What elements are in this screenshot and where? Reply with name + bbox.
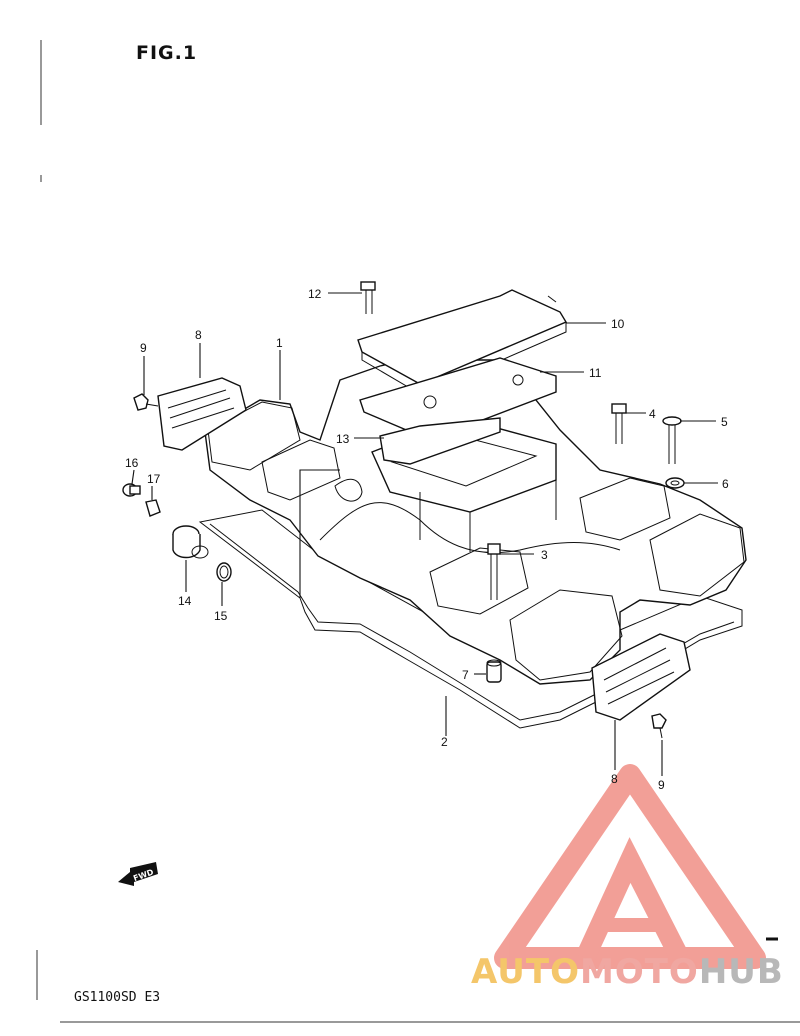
screw-9-left bbox=[133, 393, 159, 411]
callout-5: 5 bbox=[721, 415, 728, 429]
callout-13: 13 bbox=[336, 432, 350, 446]
callout-16: 16 bbox=[125, 456, 139, 470]
callout-1: 1 bbox=[276, 336, 283, 350]
watermark-auto: AUTO bbox=[471, 952, 580, 992]
watermark-moto: MOTO bbox=[579, 952, 699, 992]
bolt-4 bbox=[611, 403, 627, 444]
model-code: GS1100SD E3 bbox=[74, 990, 161, 1005]
leader-lines bbox=[131, 292, 718, 776]
watermark-logo bbox=[494, 764, 766, 969]
callout-9-right: 9 bbox=[658, 778, 665, 792]
callout-6: 6 bbox=[722, 477, 729, 491]
callout-12: 12 bbox=[308, 287, 322, 301]
callout-labels: 1 2 3 4 5 6 7 8 8 9 9 10 11 12 13 14 15 … bbox=[125, 287, 729, 792]
watermark-hub: HUB bbox=[698, 952, 784, 992]
callout-3: 3 bbox=[541, 548, 548, 562]
forward-arrow-icon: FWD bbox=[118, 862, 158, 886]
washer-6 bbox=[665, 477, 685, 489]
cap-14 bbox=[172, 525, 209, 559]
callout-11: 11 bbox=[589, 366, 602, 380]
callout-15: 15 bbox=[214, 609, 228, 623]
callout-8-left: 8 bbox=[195, 328, 202, 342]
callout-4: 4 bbox=[649, 407, 656, 421]
callout-9-left: 9 bbox=[140, 341, 147, 355]
breather-plate bbox=[379, 417, 501, 465]
callout-7: 7 bbox=[462, 668, 469, 682]
plug-16 bbox=[122, 483, 141, 497]
bolt-5 bbox=[662, 416, 682, 464]
o-ring-15 bbox=[216, 562, 232, 582]
figure-title: FIG.1 bbox=[136, 42, 198, 64]
bolt-3 bbox=[487, 543, 501, 600]
callout-2: 2 bbox=[441, 735, 448, 749]
bolt-12 bbox=[360, 281, 376, 314]
clip-17 bbox=[145, 499, 161, 517]
callout-14: 14 bbox=[178, 594, 192, 608]
callout-17: 17 bbox=[147, 472, 161, 486]
end-cap-left bbox=[157, 377, 247, 451]
breather-gasket bbox=[359, 357, 557, 441]
end-cap-right bbox=[591, 633, 691, 721]
scan-marks bbox=[36, 40, 800, 1023]
callout-10: 10 bbox=[611, 317, 625, 331]
dowel-7 bbox=[486, 659, 502, 683]
callout-8-right: 8 bbox=[611, 772, 618, 786]
watermark-text: AUTOMOTOHUB bbox=[471, 952, 784, 992]
screw-9-right bbox=[651, 713, 667, 739]
